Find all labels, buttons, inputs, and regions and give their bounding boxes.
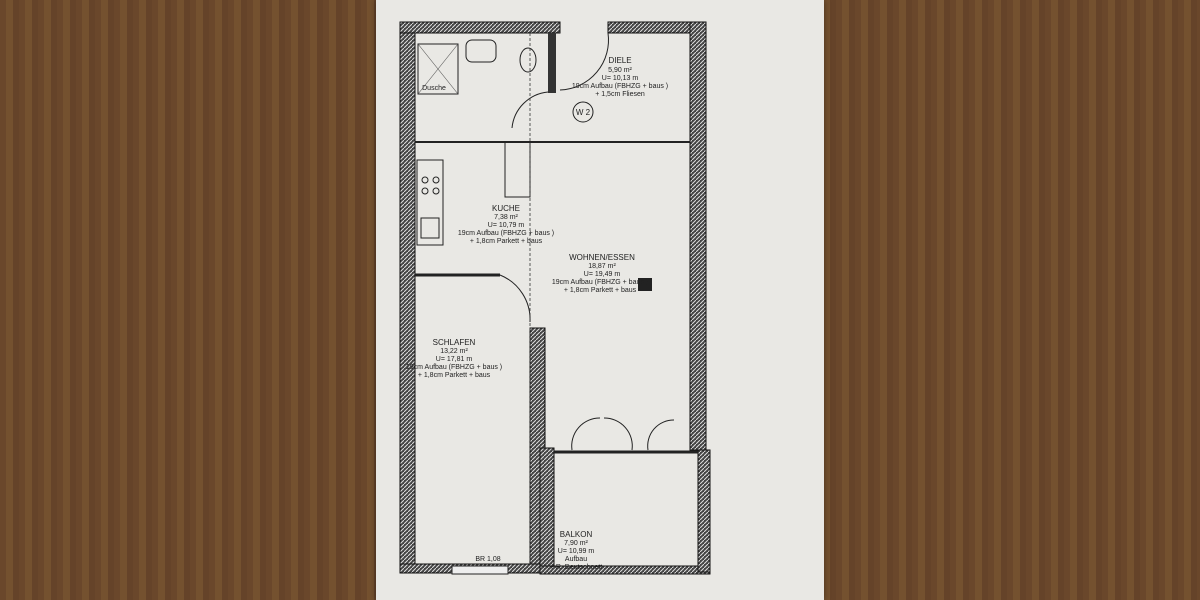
bedroom-window bbox=[451, 565, 509, 575]
sink bbox=[465, 39, 497, 63]
window-label: BR 1,08 bbox=[475, 556, 500, 563]
kueche-area: 7,38 m² bbox=[494, 214, 518, 221]
stove-burner bbox=[421, 187, 429, 195]
balkon-note1: Aufbau bbox=[565, 556, 587, 563]
wohnen-perimeter: U= 19,49 m bbox=[584, 271, 621, 278]
schlafen-note1: 19cm Aufbau (FBHZG + baus ) bbox=[406, 364, 502, 371]
diele-perimeter: U= 10,13 m bbox=[602, 75, 639, 82]
wohnen-area: 18,87 m² bbox=[588, 263, 616, 270]
balkon-note2: + R. Deutschnett bbox=[550, 564, 602, 571]
kitchen-cabinet bbox=[504, 141, 531, 198]
kueche-note1: 19cm Aufbau (FBHZG + baus ) bbox=[458, 230, 554, 237]
schlafen-area: 13,22 m² bbox=[440, 348, 468, 355]
balkon-name: BALKON bbox=[560, 530, 593, 539]
schlafen-name: SCHLAFEN bbox=[433, 338, 476, 347]
shower bbox=[417, 43, 459, 95]
stove-burner bbox=[432, 176, 440, 184]
diele-note1: 19cm Aufbau (FBHZG + baus ) bbox=[572, 83, 668, 90]
wohnen-name: WOHNEN/ESSEN bbox=[569, 253, 635, 262]
entrance-door-swing bbox=[559, 32, 609, 91]
shower-diagonals bbox=[417, 43, 459, 95]
kueche-note2: + 1,8cm Parkett + baus bbox=[470, 238, 543, 245]
bedroom-door-swing bbox=[499, 274, 531, 323]
kitchen-counter bbox=[416, 159, 444, 246]
schlafen-note2: + 1,8cm Parkett + baus bbox=[418, 372, 491, 379]
wall-left bbox=[399, 21, 416, 573]
wall-top-left bbox=[399, 21, 561, 34]
stove-burner bbox=[432, 187, 440, 195]
kueche-perimeter: U= 10,79 m bbox=[488, 222, 525, 229]
wall-right bbox=[689, 21, 707, 451]
balcony-wall-left bbox=[539, 447, 555, 574]
kitchen-sink bbox=[420, 217, 440, 239]
diele-area: 5,90 m² bbox=[608, 67, 632, 74]
diele-note2: + 1,5cm Fliesen bbox=[595, 91, 645, 98]
balkon-area: 7,90 m² bbox=[564, 540, 588, 547]
floor-plan-sheet bbox=[376, 0, 824, 600]
shower-label: Dusche bbox=[422, 85, 446, 92]
wohnen-note2: + 1,8cm Parkett + baus bbox=[564, 287, 637, 294]
wall-bath bbox=[548, 33, 556, 93]
chimney-icon bbox=[638, 278, 652, 291]
wohnen-note1: 19cm Aufbau (FBHZG + baus ) bbox=[552, 279, 648, 286]
toilet bbox=[519, 47, 537, 73]
schlafen-perimeter: U= 17,81 m bbox=[436, 356, 473, 363]
balcony-wall-right bbox=[697, 449, 711, 573]
balkon-perimeter: U= 10,99 m bbox=[558, 548, 595, 555]
bath-door-swing bbox=[511, 91, 549, 129]
unit-marker bbox=[572, 101, 594, 123]
kueche-name: KUCHE bbox=[492, 204, 520, 213]
stove-burner bbox=[421, 176, 429, 184]
balcony-door-right bbox=[647, 419, 675, 451]
unit-marker-label: W 2 bbox=[576, 108, 591, 117]
diele-name: DIELE bbox=[608, 56, 631, 65]
balcony-door-left bbox=[571, 417, 633, 451]
